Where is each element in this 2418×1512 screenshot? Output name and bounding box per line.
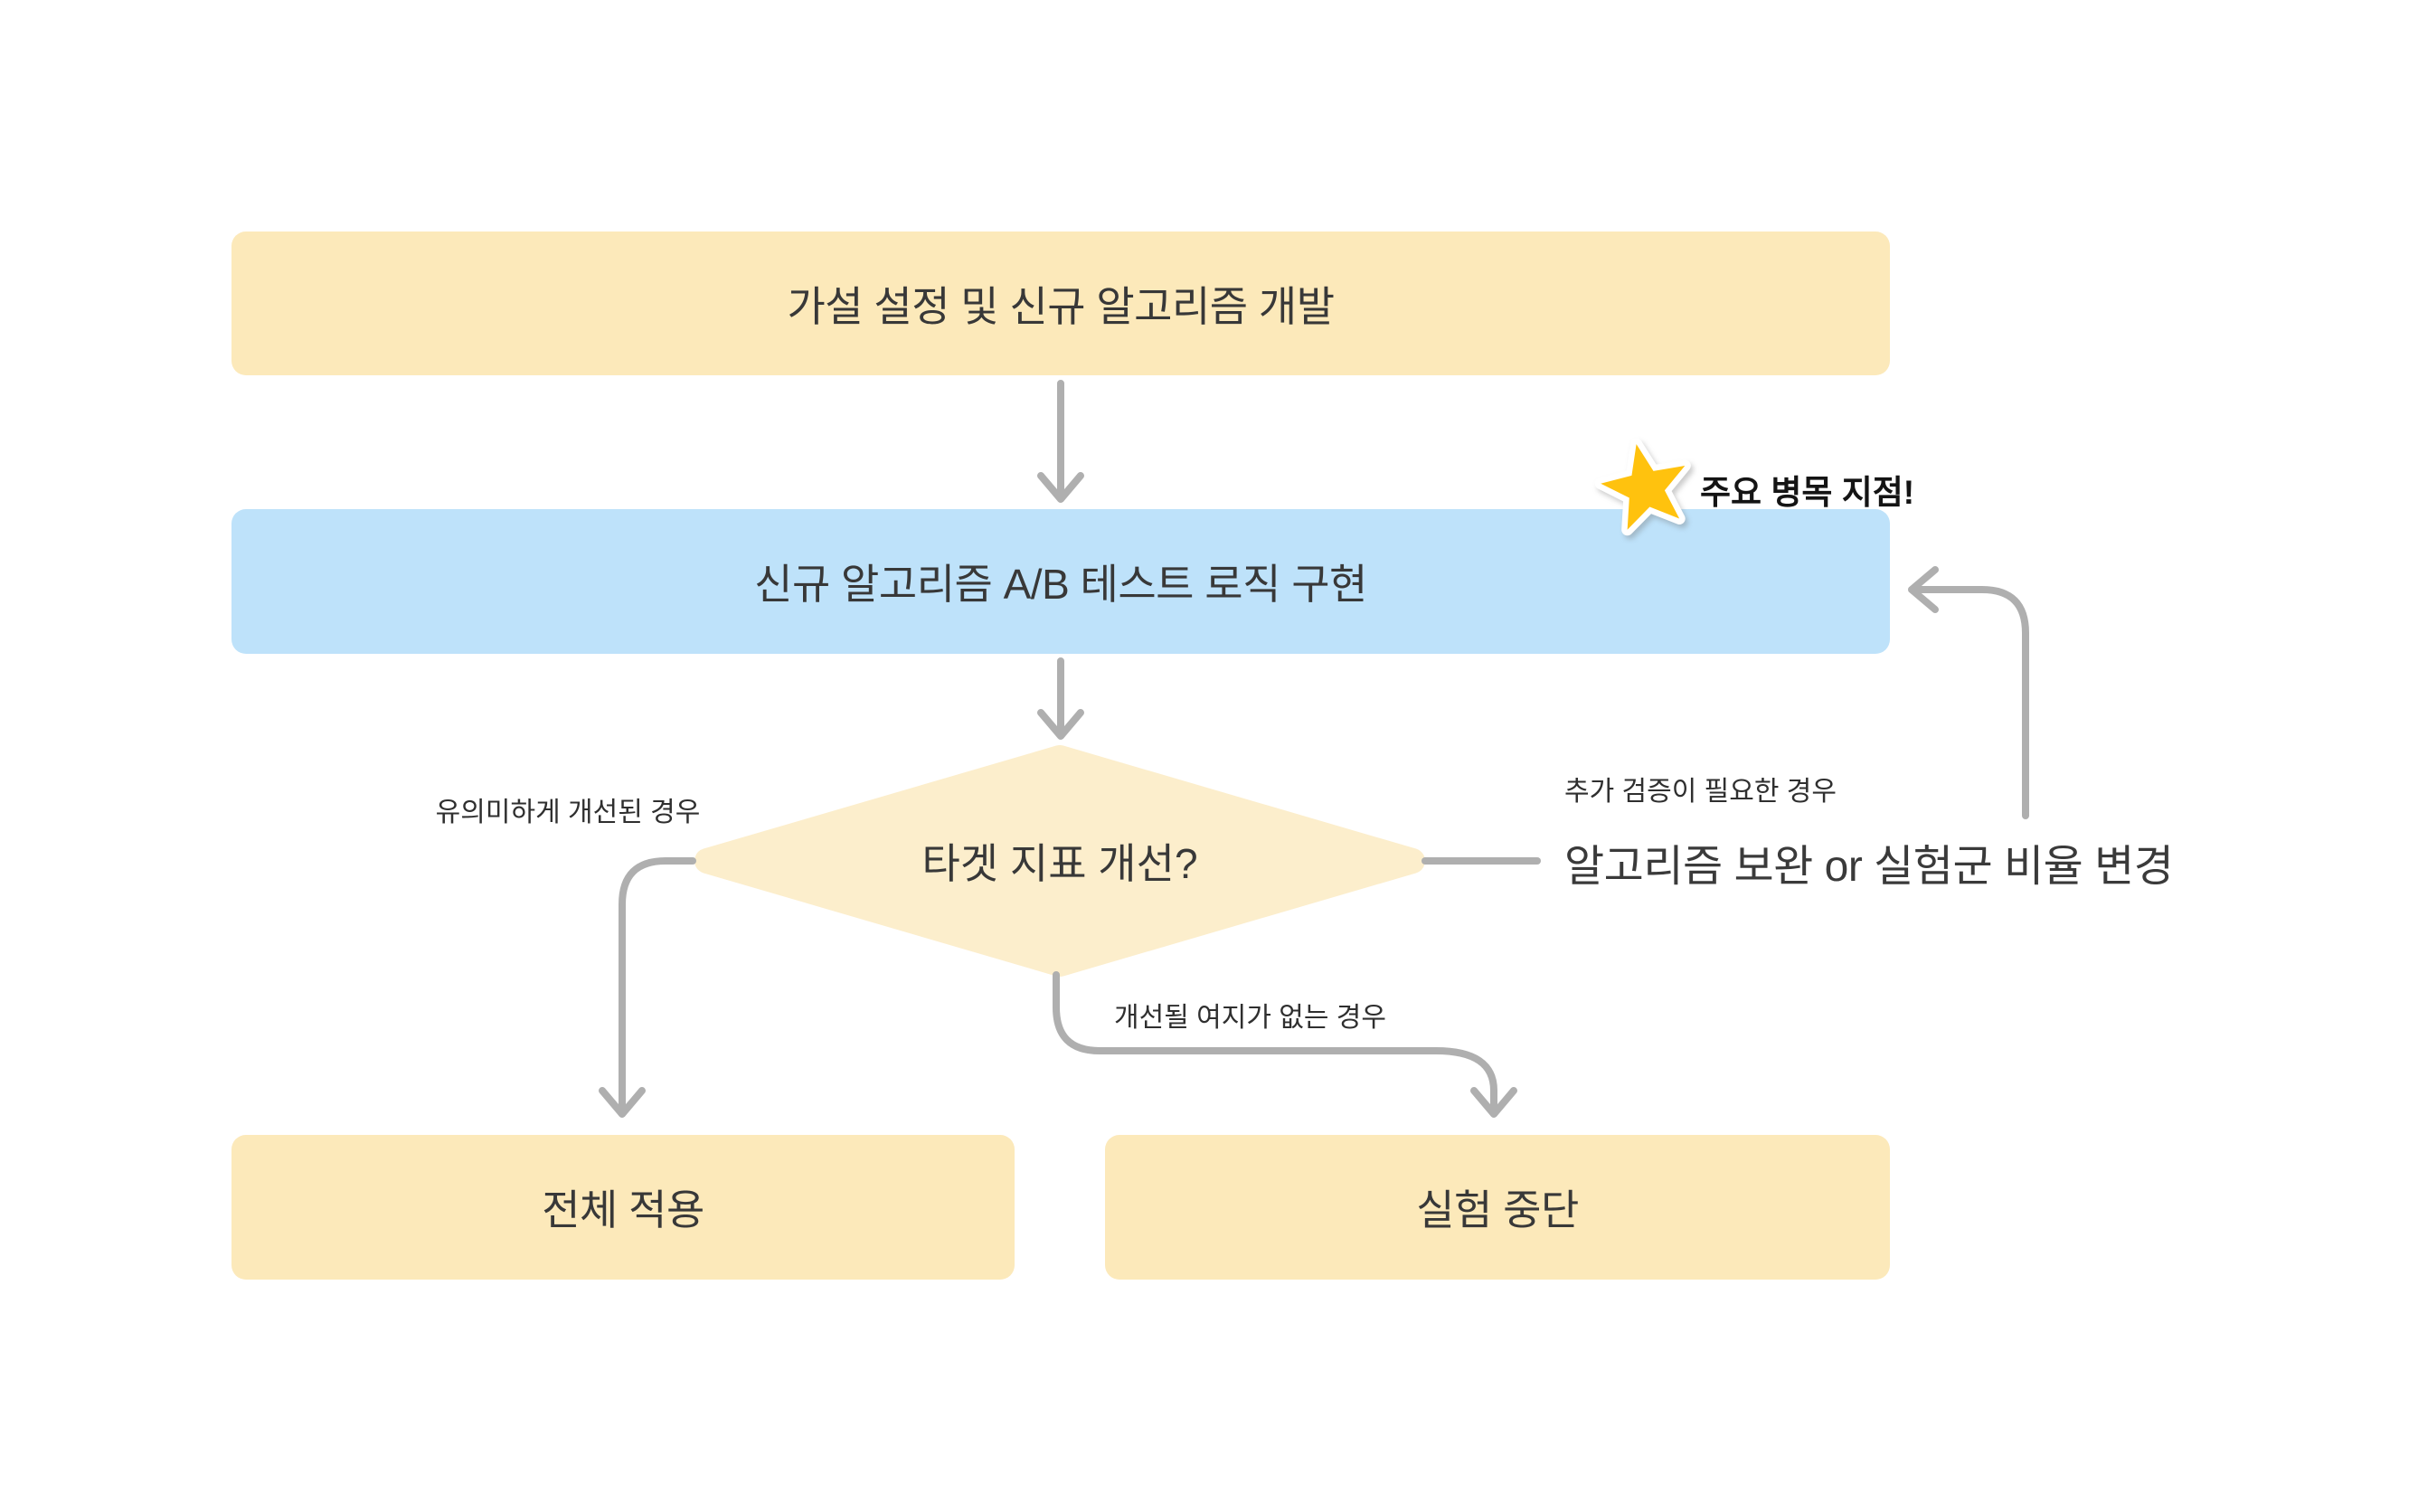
edge-decision-to-full-rollout-arrow — [599, 857, 696, 1118]
node-hypothesis-label: 가설 설정 및 신규 알고리즘 개발 — [787, 282, 1335, 330]
node-full-rollout-label: 전체 적용 — [542, 1186, 704, 1233]
edge-revise-to-abtest-return-arrow — [1908, 566, 2029, 819]
edge-abtest-to-decision-arrow — [1037, 657, 1084, 740]
edge-label-improved: 유의미하게 개선된 경우 — [435, 798, 701, 827]
node-full-rollout: 전체 적용 — [231, 1135, 1015, 1280]
node-revise-text: 알고리즘 보완 or 실험군 비율 변경 — [1564, 843, 2174, 891]
edge-hypothesis-to-abtest-arrow — [1037, 380, 1084, 503]
decision-diamond-shape — [694, 745, 1425, 977]
bottleneck-annotation-label: 주요 병목 지점! — [1700, 474, 1915, 511]
node-stop-experiment-label: 실험 중단 — [1416, 1186, 1579, 1233]
node-ab-test: 신규 알고리즘 A/B 테스트 로직 구현 — [231, 509, 1890, 654]
node-decision-label: 타겟 지표 개선? — [921, 840, 1198, 887]
edge-label-no-improvement: 개선될 여지가 없는 경우 — [1114, 1003, 1387, 1033]
edge-label-needs-validation: 추가 검증이 필요한 경우 — [1564, 777, 1837, 807]
node-stop-experiment: 실험 중단 — [1105, 1135, 1890, 1280]
node-hypothesis: 가설 설정 및 신규 알고리즘 개발 — [231, 232, 1890, 375]
edge-decision-to-stop-arrow — [1053, 971, 1517, 1118]
node-ab-test-label: 신규 알고리즘 A/B 테스트 로직 구현 — [754, 561, 1367, 608]
star-icon — [1594, 438, 1691, 536]
